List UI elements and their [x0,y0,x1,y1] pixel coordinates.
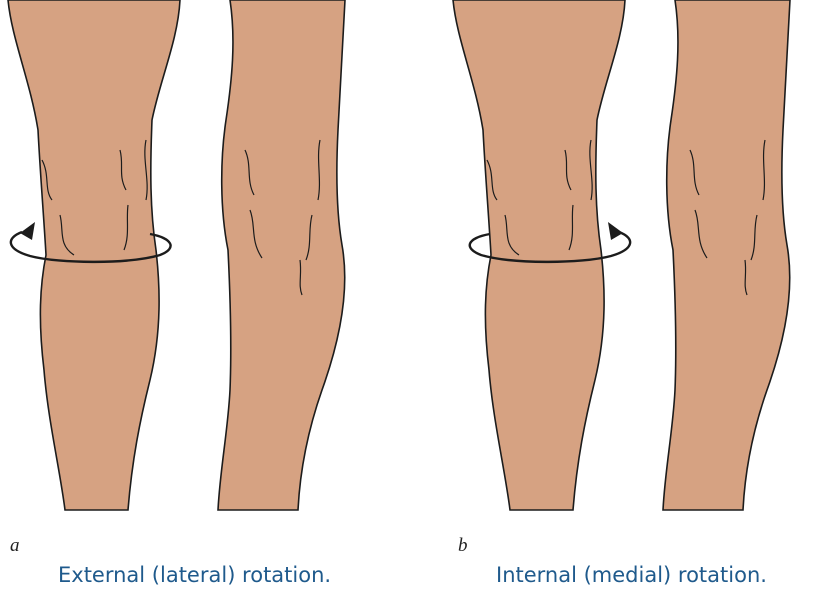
static-leg-b [663,0,790,510]
panel-b-caption: Internal (medial) rotation. [496,565,767,586]
legs-illustration-b [445,0,805,515]
rotating-leg-a [8,0,180,510]
arrowhead-icon [608,222,623,240]
panel-a-figure [0,0,360,515]
panel-b-letter: b [458,536,468,555]
panel-a-letter: a [10,536,20,555]
static-leg-a [218,0,345,510]
panel-b-figure [445,0,805,515]
legs-illustration-a [0,0,360,515]
panel-a-caption: External (lateral) rotation. [58,565,331,586]
arrowhead-icon [20,222,35,240]
